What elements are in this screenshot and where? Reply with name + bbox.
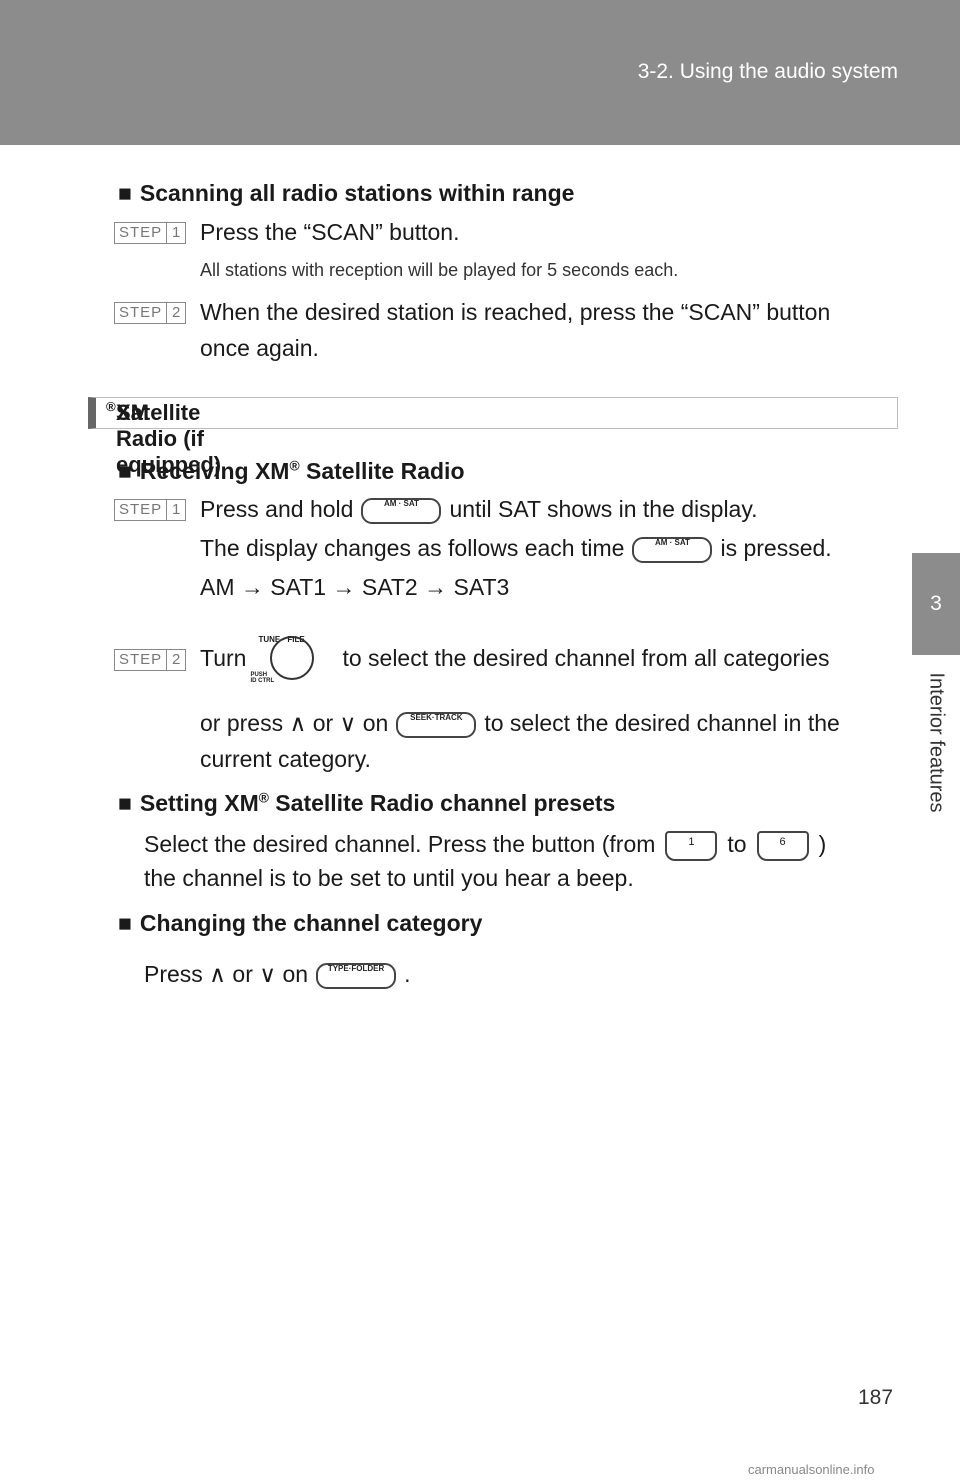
watermark: carmanualsonline.info (748, 1462, 875, 1477)
am-sat-button-icon: AM · SAT (632, 536, 713, 563)
receiving-heading: ■Receiving XM® Satellite Radio (118, 458, 465, 484)
receiving-step1-line2: The display changes as follows each time… (200, 535, 832, 563)
xm-section-title: XM® Satellite Radio (if equipped) (106, 399, 222, 477)
scan-step2-line1: When the desired station is reached, pre… (200, 299, 831, 325)
page-header-band: 3-2. Using the audio system (0, 0, 960, 145)
chapter-tab: 3 (912, 553, 960, 655)
xm-section-bar: XM® Satellite Radio (if equipped) (88, 397, 898, 477)
scan-step1-note: All stations with reception will be play… (200, 260, 679, 280)
receiving-step2-line3: current category. (200, 746, 371, 772)
presets-line1: Select the desired channel. Press the bu… (144, 826, 826, 862)
section-title: 3-2. Using the audio system (637, 60, 898, 83)
preset-1-button-icon: 1 (665, 830, 718, 861)
scan-step1-text: Press the “SCAN” button. (200, 219, 460, 245)
bullet-square-icon: ■ (118, 180, 132, 206)
tune-file-knob-icon: TUNE · FILE PUSH ID CTRL (250, 622, 338, 694)
preset-6-button-icon: 6 (756, 830, 809, 861)
category-heading: ■Changing the channel category (118, 910, 483, 936)
receiving-step2-line1: Turn TUNE · FILE PUSH ID CTRL to select … (200, 620, 900, 696)
chapter-number: 3 (930, 592, 942, 615)
bullet-square-icon: ■ (118, 790, 132, 816)
am-sat-button-icon: AM · SAT (361, 497, 442, 524)
seek-track-button-icon: SEEK·TRACK (396, 711, 477, 738)
presets-heading: ■Setting XM® Satellite Radio channel pre… (118, 790, 616, 816)
chapter-label: Interior features (925, 672, 948, 813)
bullet-square-icon: ■ (118, 458, 132, 484)
chapter-label-container: Interior features (916, 655, 956, 830)
receiving-step1-line3: AM → SAT1 → SAT2 → SAT3 (200, 574, 510, 600)
scan-heading: ■Scanning all radio stations within rang… (118, 180, 575, 206)
page-number: 187 (858, 1386, 894, 1409)
type-folder-button-icon: TYPE·FOLDER (316, 962, 397, 989)
scan-step2-line2: once again. (200, 335, 319, 361)
presets-line2: the channel is to be set to until you he… (144, 865, 634, 891)
bullet-square-icon: ■ (118, 910, 132, 936)
